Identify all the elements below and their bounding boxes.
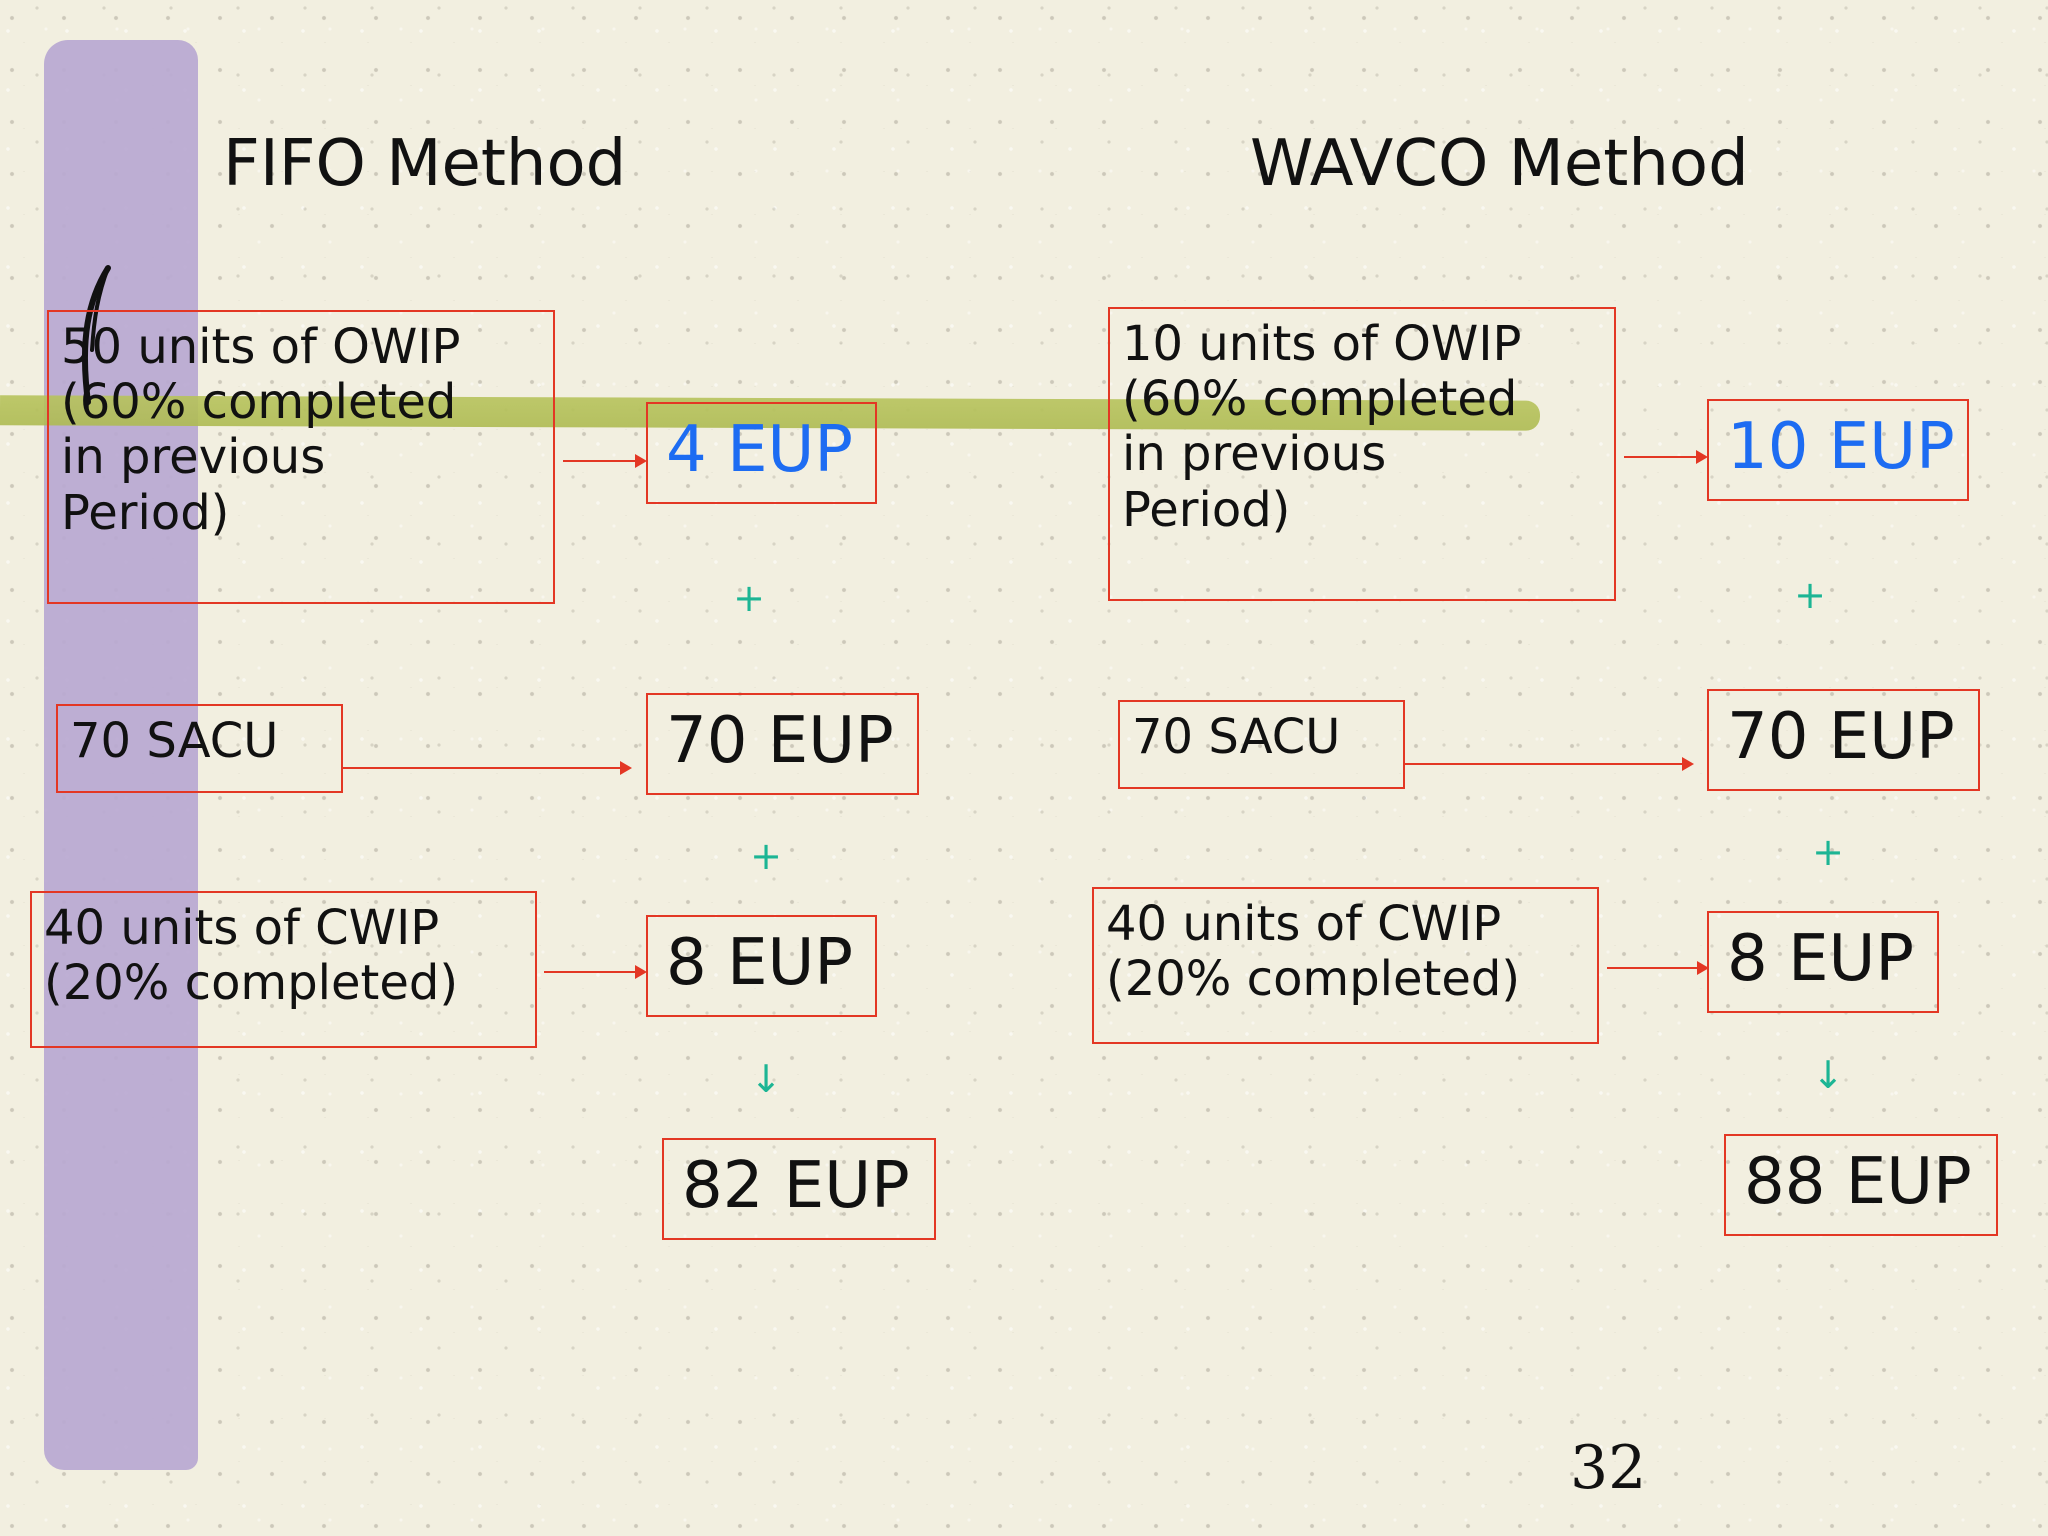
quill-decoration-icon	[81, 265, 111, 405]
wavco-total-box: 88 EUP	[1724, 1134, 1998, 1236]
fifo-arrow-cwip	[544, 965, 647, 979]
fifo-source-cwip-box: 40 units of CWIP (20% completed)	[30, 891, 537, 1048]
fifo-source-owip-box: 50 units of OWIP (60% completed in previ…	[47, 310, 555, 604]
fifo-arrow-owip	[563, 454, 647, 468]
wavco-source-owip-box: 10 units of OWIP (60% completed in previ…	[1108, 307, 1616, 601]
wavco-title: WAVCO Method	[1250, 127, 1749, 201]
decorative-purple-bar	[44, 40, 198, 1470]
wavco-result-owip-box: 10 EUP	[1707, 399, 1969, 501]
wavco-source-sacu-box: 70 SACU	[1118, 700, 1405, 789]
fifo-plus-sign: +	[733, 576, 765, 620]
fifo-total-box: 82 EUP	[662, 1138, 936, 1240]
wavco-arrow-sacu	[1405, 757, 1694, 771]
fifo-plus-sign-2: +	[750, 834, 782, 878]
fifo-result-owip-box: 4 EUP	[646, 402, 877, 504]
wavco-arrow-owip	[1624, 450, 1708, 464]
wavco-source-cwip-box: 40 units of CWIP (20% completed)	[1092, 887, 1599, 1044]
wavco-result-sacu-box: 70 EUP	[1707, 689, 1980, 791]
fifo-result-sacu-box: 70 EUP	[646, 693, 919, 795]
fifo-result-cwip-box: 8 EUP	[646, 915, 877, 1017]
wavco-down-arrow-icon: ↓	[1812, 1053, 1844, 1097]
page-number: 32	[1570, 1433, 1647, 1503]
wavco-result-cwip-box: 8 EUP	[1707, 911, 1939, 1013]
wavco-plus-sign-2: +	[1812, 830, 1844, 874]
wavco-arrow-cwip	[1607, 961, 1709, 975]
fifo-title: FIFO Method	[223, 127, 627, 201]
fifo-source-sacu-box: 70 SACU	[56, 704, 343, 793]
wavco-plus-sign: +	[1794, 573, 1826, 617]
fifo-down-arrow-icon: ↓	[750, 1057, 782, 1101]
fifo-arrow-sacu	[343, 761, 632, 775]
